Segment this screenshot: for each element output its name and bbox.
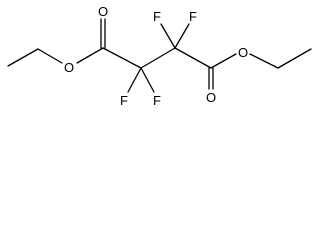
bond-ethyl-left-ch2-o (37, 48, 63, 64)
bond-cf2-upper-f-right (174, 23, 190, 49)
bond-cf2-upper-f-left (160, 23, 176, 49)
bond-ethyl-right-ch2-ch3 (277, 48, 312, 69)
bond-carbonyl-left-cf2 (102, 47, 142, 69)
atom-f-lower-right: F (153, 93, 161, 108)
atom-o-ester-right: O (238, 45, 248, 60)
bond-o-left-carbonyl-c (76, 47, 104, 64)
bond-cf2-lower-f-left (127, 67, 142, 93)
molecule-drawing: O O F F F F O O (7, 4, 312, 108)
atom-f-upper-right: F (189, 9, 197, 24)
atom-o-ester-left: O (64, 60, 74, 75)
atom-o-carbonyl-left: O (98, 4, 108, 19)
bond-carbonyl-right-o (210, 53, 237, 69)
structural-formula: O O F F F F O O (0, 0, 320, 118)
atom-o-carbonyl-right: O (206, 90, 216, 105)
bond-ethyl-left-ch3-ch2 (7, 48, 39, 67)
atom-f-upper-left: F (153, 9, 161, 24)
atom-f-lower-left: F (120, 93, 128, 108)
bond-cf2-cf2 (140, 47, 176, 69)
bond-o-right-ethyl-ch2 (249, 53, 279, 69)
bond-cf2-lower-f-right (140, 67, 155, 93)
bond-cf2-carbonyl-right (174, 47, 212, 69)
